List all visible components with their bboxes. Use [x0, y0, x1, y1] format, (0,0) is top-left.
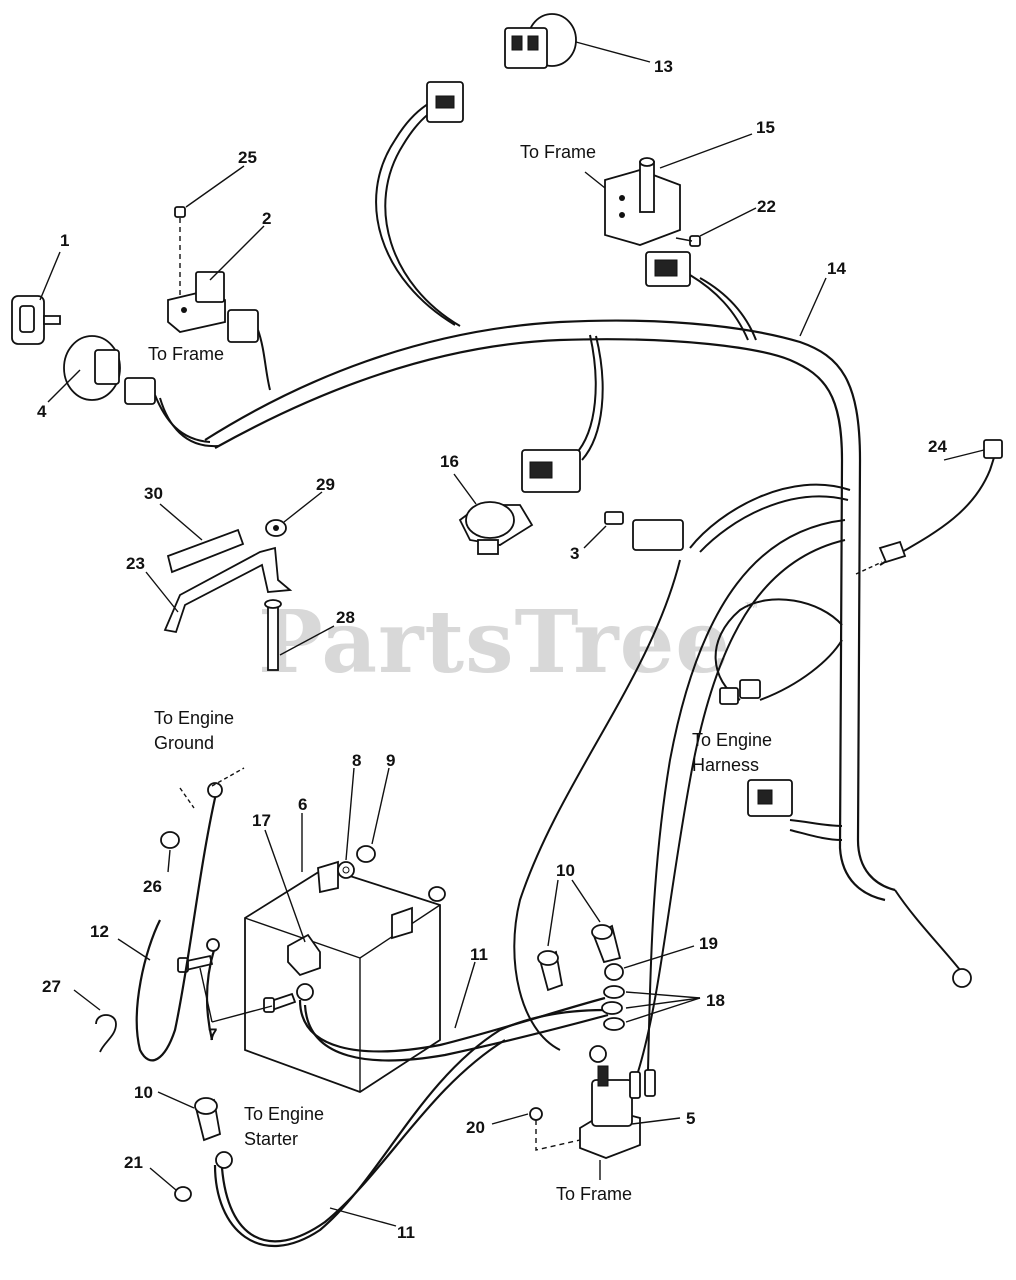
part-22-screw [675, 235, 701, 247]
callout-21: 21 [124, 1153, 143, 1172]
part-10-boots [194, 924, 622, 1142]
callout-6: 6 [298, 795, 307, 814]
part-24-wire [878, 439, 1003, 564]
part-16-sensor [458, 501, 534, 555]
part-9-nut [356, 845, 376, 863]
part-5-solenoid [579, 1065, 656, 1159]
harness-wires [154, 99, 999, 1073]
callout-7: 7 [208, 1025, 217, 1044]
callout-5: 5 [686, 1109, 695, 1128]
label-to-engine-starter-2: Starter [244, 1129, 298, 1149]
callout-22: 22 [757, 197, 776, 216]
part-12-ground-cable [135, 782, 223, 1062]
callout-19: 19 [699, 934, 718, 953]
part-29-nut [265, 519, 287, 537]
label-to-engine-harness-1: To Engine [692, 730, 772, 750]
label-to-engine-harness-2: Harness [692, 755, 759, 775]
label-to-engine-starter-1: To Engine [244, 1104, 324, 1124]
watermark-text: PartsTree [258, 592, 731, 693]
label-to-frame-bottom: To Frame [556, 1184, 632, 1204]
callout-25: 25 [238, 148, 257, 167]
callout-28: 28 [336, 608, 355, 627]
callout-9: 9 [386, 751, 395, 770]
part-6-battery [244, 860, 446, 1093]
callout-13: 13 [654, 57, 673, 76]
callout-20: 20 [466, 1118, 485, 1137]
label-to-frame-left: To Frame [148, 344, 224, 364]
part-25-screw [174, 206, 186, 298]
connector-15 [645, 251, 691, 287]
label-to-engine-ground-1: To Engine [154, 708, 234, 728]
main-harness-sleeve [204, 319, 896, 902]
callout-11-mid: 11 [470, 945, 488, 964]
callout-3: 3 [570, 544, 579, 563]
callout-18: 18 [706, 991, 725, 1010]
part-23-bracket [163, 546, 293, 634]
callout-4: 4 [37, 402, 47, 421]
callout-27: 27 [42, 977, 61, 996]
label-to-frame-top: To Frame [520, 142, 596, 162]
part-19-nut [604, 963, 624, 981]
connector-top [426, 81, 464, 123]
callout-14: 14 [827, 259, 846, 278]
part-1-key [11, 295, 61, 345]
engine-harness-connector [719, 679, 793, 817]
part-18-washers [601, 985, 625, 1031]
callouts: 1 2 3 4 5 6 7 8 9 10 10 11 11 12 13 14 1… [37, 57, 947, 1242]
callout-11-bottom: 11 [397, 1223, 415, 1242]
callout-10-bottom: 10 [134, 1083, 153, 1102]
part-26-nut [160, 831, 180, 849]
part-15-bracket [604, 157, 681, 246]
callout-12: 12 [90, 922, 109, 941]
part-11-battery-cable [213, 983, 609, 1248]
callout-1: 1 [60, 231, 69, 250]
callout-17: 17 [252, 811, 271, 830]
callout-23: 23 [126, 554, 145, 573]
part-2-relay [167, 271, 259, 343]
part-20-screw [529, 1107, 581, 1151]
label-to-engine-ground-2: Ground [154, 733, 214, 753]
connector-16 [521, 449, 581, 493]
callout-2: 2 [262, 209, 271, 228]
callout-8: 8 [352, 751, 361, 770]
part-21-nut [174, 1186, 192, 1202]
ring-terminal-right [952, 968, 972, 988]
callout-16: 16 [440, 452, 459, 471]
callout-30: 30 [144, 484, 163, 503]
part-4-ignition [63, 335, 156, 405]
part-7-bolts [177, 954, 297, 1013]
watermark: PartsTree ™ [258, 592, 758, 693]
callout-26: 26 [143, 877, 162, 896]
part-17-boot [287, 933, 321, 977]
part-28-bolt [264, 599, 282, 671]
callout-15: 15 [756, 118, 775, 137]
part-30-pad [166, 528, 245, 574]
labels: To Frame To Frame To Frame To Engine Gro… [148, 142, 772, 1204]
part-27-clip [95, 1014, 117, 1053]
callout-24: 24 [928, 437, 947, 456]
callout-29: 29 [316, 475, 335, 494]
part-3-fuse [604, 511, 684, 551]
part-8-washer [337, 861, 355, 879]
leader-lines [39, 41, 985, 1227]
callout-10-top: 10 [556, 861, 575, 880]
part-13-switch [504, 13, 577, 69]
